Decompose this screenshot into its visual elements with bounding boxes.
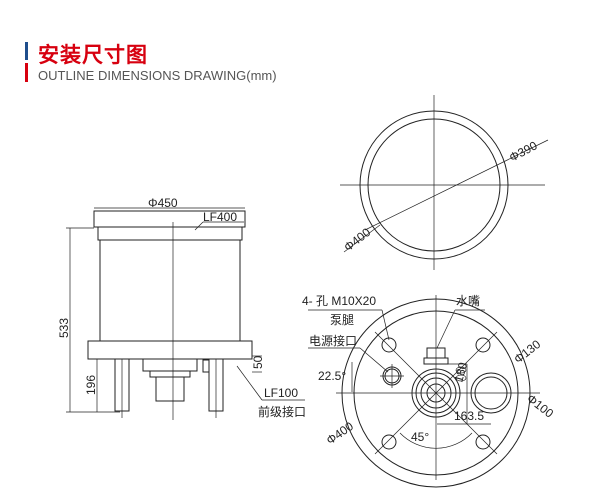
top-outer-dia: Φ390 [507, 138, 540, 164]
power-port-label: 电源接口 [309, 333, 357, 348]
top-view: Φ390 Φ400 [340, 95, 549, 270]
fore-port-label: LF100 [264, 386, 298, 400]
holes-label: 4- 孔 M10X20 [302, 294, 376, 308]
page-title: 安装尺寸图 [38, 44, 148, 67]
angle-45-label: 45° [411, 430, 429, 444]
flange-type-label: LF400 [203, 210, 237, 224]
offset-label: 163.5 [454, 409, 484, 423]
height-label: 533 [57, 318, 71, 338]
bottom-dia-400: Φ400 [324, 419, 357, 448]
pump-leg-label: 泵腿 [330, 313, 354, 327]
side-view: Φ450 LF400 533 196 50 LF100 前级接口 [57, 196, 306, 420]
page-subtitle: OUTLINE DIMENSIONS DRAWING(mm) [38, 68, 277, 83]
bottom-view: 180 163.5 4- 孔 M10X20 泵腿 水嘴 电源接口 22.5° 4… [302, 294, 556, 488]
flange-dia-label: Φ450 [148, 196, 178, 210]
dia-130-label: Φ130 [511, 337, 543, 366]
offset2-label: 180 [451, 360, 470, 383]
header-bar-red [25, 63, 28, 82]
port-offset-label: 50 [251, 355, 265, 369]
header-bar-blue [25, 42, 28, 60]
water-nozzle-label: 水嘴 [456, 294, 480, 308]
leg-height-label: 196 [84, 375, 98, 395]
dia-100-label: Φ100 [524, 391, 556, 420]
fore-port-name: 前级接口 [258, 404, 306, 419]
top-flange-dia: Φ400 [341, 225, 373, 254]
angle-22-label: 22.5° [318, 369, 346, 383]
